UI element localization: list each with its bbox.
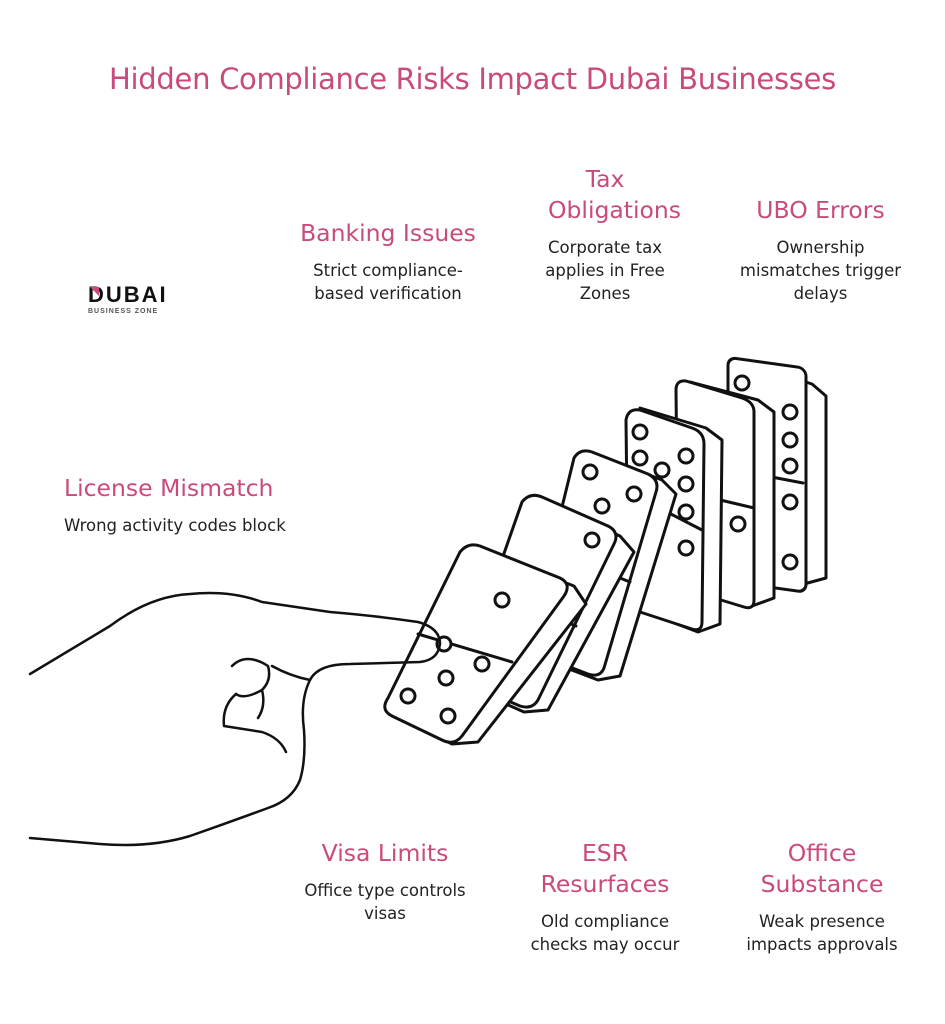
domino-icon — [624, 406, 724, 634]
risk-visa-title: Visa Limits — [321, 839, 449, 867]
risk-visa-desc: Office type controls visas — [304, 881, 466, 923]
risk-banking-desc: Strict compliance-based verification — [313, 261, 463, 303]
page-title: Hidden Compliance Risks Impact Dubai Bus… — [109, 62, 836, 96]
risk-office-desc: Weak presence impacts approvals — [746, 912, 898, 954]
risk-license-title: License Mismatch — [64, 474, 274, 502]
hand-icon — [28, 591, 442, 847]
dubai-business-zone-logo: DUBAI BUSINESS ZONE — [88, 282, 188, 316]
risk-banking: Banking Issues Strict compliance-based v… — [288, 218, 488, 305]
domino-icon — [383, 543, 588, 746]
risk-esr: ESR Resurfaces Old compliance checks may… — [514, 838, 696, 956]
risk-banking-title: Banking Issues — [300, 219, 476, 247]
risk-esr-desc: Old compliance checks may occur — [530, 912, 680, 954]
risk-ubo-desc: Ownership mismatches trigger delays — [739, 238, 902, 303]
logo-subtitle: BUSINESS ZONE — [88, 308, 159, 315]
risk-ubo: UBO Errors Ownership mismatches trigger … — [728, 195, 913, 305]
risk-tax-desc: Corporate tax applies in Free Zones — [545, 238, 665, 303]
risk-office-title: Office Substance — [760, 839, 884, 898]
risk-office: Office Substance Weak presence impacts a… — [734, 838, 910, 956]
risk-visa: Visa Limits Office type controls visas — [290, 838, 480, 925]
risk-license: License Mismatch Wrong activity codes bl… — [64, 473, 364, 537]
risk-tax-title: Tax Obligations — [548, 165, 682, 224]
risk-tax: Tax Obligations Corporate tax applies in… — [520, 164, 690, 305]
risk-license-desc: Wrong activity codes block — [64, 516, 286, 535]
risk-esr-title: ESR Resurfaces — [540, 839, 670, 898]
risk-ubo-title: UBO Errors — [756, 196, 885, 224]
logo-wordmark: DUBAI — [88, 282, 168, 307]
logo-accent-icon — [90, 287, 99, 296]
